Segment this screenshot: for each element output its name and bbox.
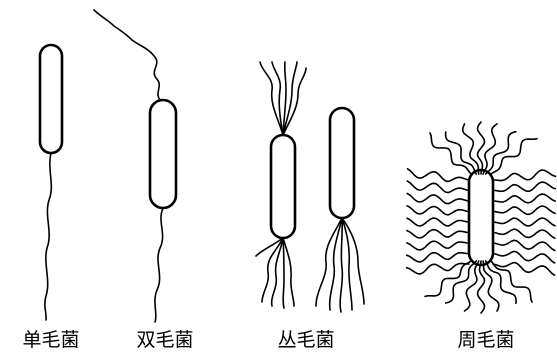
flagellum xyxy=(407,253,469,262)
flagellum xyxy=(430,133,471,174)
flagellum xyxy=(491,261,532,302)
panel-monotrichous xyxy=(40,45,62,320)
bacterium-body xyxy=(271,135,295,238)
flagellum xyxy=(493,251,555,263)
flagellum xyxy=(483,124,497,174)
flagellum xyxy=(493,240,555,250)
flagellum xyxy=(493,263,555,276)
flagellum xyxy=(407,230,469,238)
flagellum xyxy=(283,238,284,308)
flagellum xyxy=(493,170,556,181)
caption-amphitrichous: 双毛菌 xyxy=(136,331,193,350)
flagellum xyxy=(486,132,516,174)
flagellum xyxy=(408,169,470,182)
bacterium-body xyxy=(150,100,176,208)
bacterium-body xyxy=(330,108,354,218)
flagellum xyxy=(491,139,537,174)
flagellum xyxy=(493,194,555,203)
flagellum xyxy=(493,229,555,238)
flagellum xyxy=(446,261,477,303)
flagellum xyxy=(407,206,469,215)
flagellum xyxy=(407,218,469,226)
bacterium-body xyxy=(40,45,62,153)
flagellum-top xyxy=(94,10,160,100)
flagellum xyxy=(407,194,469,204)
flagellum xyxy=(465,261,479,311)
flagellum xyxy=(493,218,555,226)
caption-monotrichous: 单毛菌 xyxy=(22,331,79,350)
bacterium-body xyxy=(469,170,493,265)
flagellum xyxy=(340,218,342,312)
flagellum xyxy=(407,241,469,250)
caption-lophotrichous: 丛毛菌 xyxy=(277,331,334,350)
flagellum xyxy=(283,68,306,135)
flagellum xyxy=(493,206,555,214)
flagellum xyxy=(493,182,555,191)
flagellum xyxy=(407,181,469,193)
panel-peritrichous xyxy=(407,122,556,313)
flagellum xyxy=(407,263,470,274)
panel-lophotrichous xyxy=(256,62,364,312)
caption-peritrichous: 周毛菌 xyxy=(457,331,514,350)
flagellum xyxy=(272,62,283,135)
flagellum xyxy=(425,261,471,296)
panel-amphitrichous xyxy=(94,10,176,322)
flagellum-bottom xyxy=(155,208,163,322)
flagellum xyxy=(45,153,51,320)
